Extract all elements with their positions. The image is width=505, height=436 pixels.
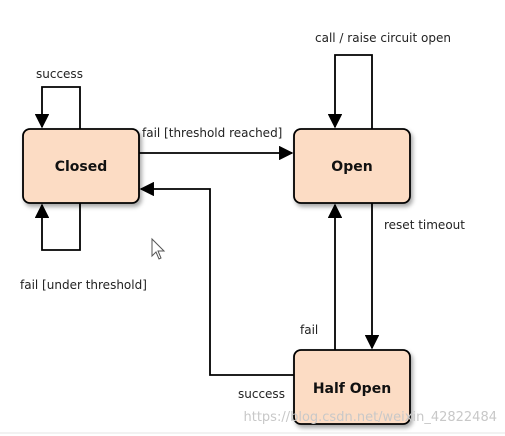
closed-fail-loop-edge	[34, 203, 81, 251]
state-open-label: Open	[331, 159, 372, 175]
state-closed: Closed	[22, 128, 140, 204]
closed-fail-loop-label: fail [under threshold]	[20, 278, 147, 292]
open-to-half-open-label: reset timeout	[384, 218, 465, 232]
watermark-text: https://blog.csdn.net/weixin_42822484	[243, 410, 497, 425]
state-open: Open	[293, 128, 411, 204]
half-open-to-closed-edge	[139, 181, 294, 376]
state-half-open-box	[293, 349, 411, 425]
closed-success-loop-edge	[34, 86, 81, 129]
closed-to-open-label: fail [threshold reached]	[142, 126, 282, 140]
mouse-pointer-icon	[151, 237, 166, 260]
state-open-box	[293, 128, 411, 204]
closed-success-loop-label: success	[36, 67, 83, 81]
state-half-open: Half Open	[293, 349, 411, 425]
state-half-open-label: Half Open	[313, 381, 391, 397]
half-open-to-open-label: fail	[300, 323, 318, 337]
state-closed-label: Closed	[55, 159, 108, 175]
half-open-to-closed-label: success	[238, 387, 285, 401]
open-self-loop-label: call / raise circuit open	[315, 31, 451, 45]
state-closed-box	[22, 128, 140, 204]
open-self-loop-edge	[327, 54, 373, 129]
